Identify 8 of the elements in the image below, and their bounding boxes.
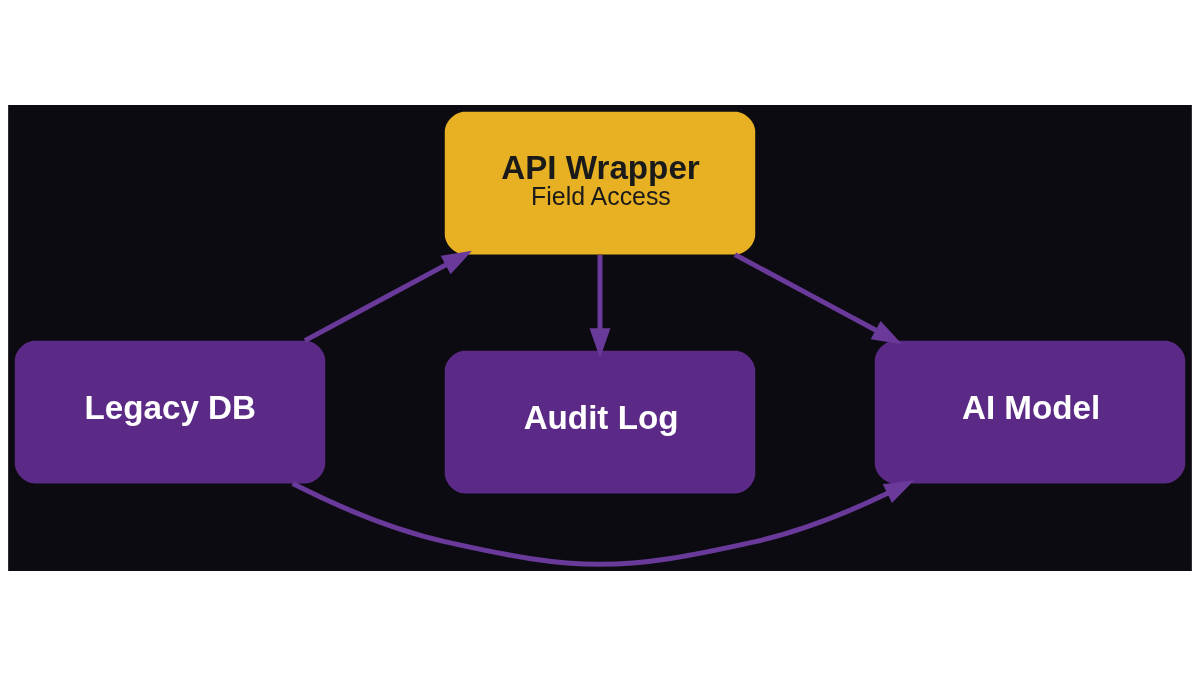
node-box: Legacy DB [14,340,326,483]
arrow [303,250,472,343]
arrow [733,251,902,344]
node-box: AI Model [874,340,1186,483]
node-box: API Wrapper Field Access [444,111,756,254]
arrow [589,254,611,358]
node-box: Audit Log [444,350,756,493]
arrow [291,479,915,567]
